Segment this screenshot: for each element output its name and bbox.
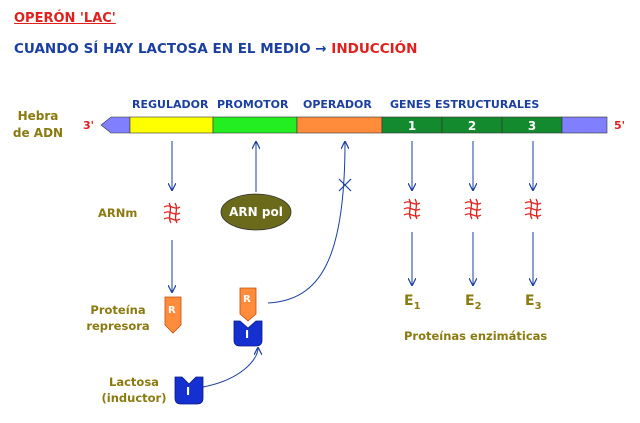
segment-label-genes: GENES ESTRUCTURALES: [390, 98, 540, 111]
repressor-protein-icon: [164, 296, 182, 334]
inducer-bound-icon: [233, 320, 263, 347]
subtitle-arrow: →: [315, 41, 327, 57]
arnm-label: ARNm: [98, 206, 138, 220]
arrow-lactose-to-repressor: [202, 348, 258, 388]
enzyme-e3-sub: 3: [534, 300, 542, 312]
repressor-letter: R: [168, 305, 176, 316]
block-cross-icon: [338, 178, 352, 192]
enzyme-e1-sub: 1: [413, 300, 421, 312]
dna-regulador: [129, 116, 214, 134]
enzyme-e3-letter: E: [525, 293, 535, 309]
enzyme-e2-sub: 2: [474, 300, 482, 312]
title: OPERÓN 'LAC': [14, 11, 116, 26]
strand-end-3: 3': [83, 119, 95, 132]
arrow-repressor-blocked: [267, 142, 345, 304]
enzyme-e3: E3: [525, 294, 542, 312]
enzyme-e1-letter: E: [404, 293, 414, 309]
inducer-free-letter: I: [186, 385, 191, 398]
mrna-repressor-icon: [163, 202, 181, 224]
enzyme-e2: E2: [465, 294, 482, 312]
segment-label-promotor: PROMOTOR: [217, 98, 289, 111]
subtitle-highlight: INDUCCIÓN: [331, 41, 418, 57]
repressor-label-line2: represora: [86, 319, 150, 333]
mrna-gene3-icon: [524, 198, 542, 220]
dna-right-end: [561, 116, 608, 134]
mrna-gene1-icon: [403, 198, 421, 220]
subtitle-text: CUANDO SÍ HAY LACTOSA EN EL MEDIO: [14, 41, 311, 57]
dna-promotor: [212, 116, 298, 134]
arn-pol-label: ARN pol: [229, 205, 283, 219]
repressor-bound-letter: R: [243, 294, 251, 305]
dna-operador: [296, 116, 383, 134]
lactose-label-line2: (inductor): [101, 391, 167, 405]
repressor-label-line1: Proteína: [90, 303, 146, 317]
dna-left-end: [100, 116, 131, 134]
inducer-free-icon: [174, 376, 204, 405]
strand-end-5: 5': [614, 119, 626, 132]
strand-label-line1: Hebra: [17, 109, 59, 123]
gene-number-1: 1: [407, 119, 417, 133]
strand-label: Hebra de ADN: [10, 108, 66, 142]
repressor-protein-label: Proteína represora: [78, 302, 158, 334]
segment-label-regulador: REGULADOR: [132, 98, 209, 111]
repressor-bound-icon: [239, 287, 257, 322]
enzymes-label: Proteínas enzimáticas: [404, 329, 548, 343]
lactose-label-line1: Lactosa: [109, 375, 159, 389]
strand-label-line2: de ADN: [12, 126, 64, 140]
arn-pol-icon: [220, 193, 292, 231]
gene-number-2: 2: [467, 119, 477, 133]
segment-label-operador: OPERADOR: [303, 98, 372, 111]
gene-number-3: 3: [527, 119, 537, 133]
enzyme-e1: E1: [404, 294, 421, 312]
mrna-gene2-icon: [464, 198, 482, 220]
enzyme-e2-letter: E: [465, 293, 475, 309]
subtitle: CUANDO SÍ HAY LACTOSA EN EL MEDIO → INDU…: [14, 41, 418, 57]
lactose-label: Lactosa (inductor): [94, 374, 174, 406]
inducer-bound-letter: I: [245, 328, 250, 341]
